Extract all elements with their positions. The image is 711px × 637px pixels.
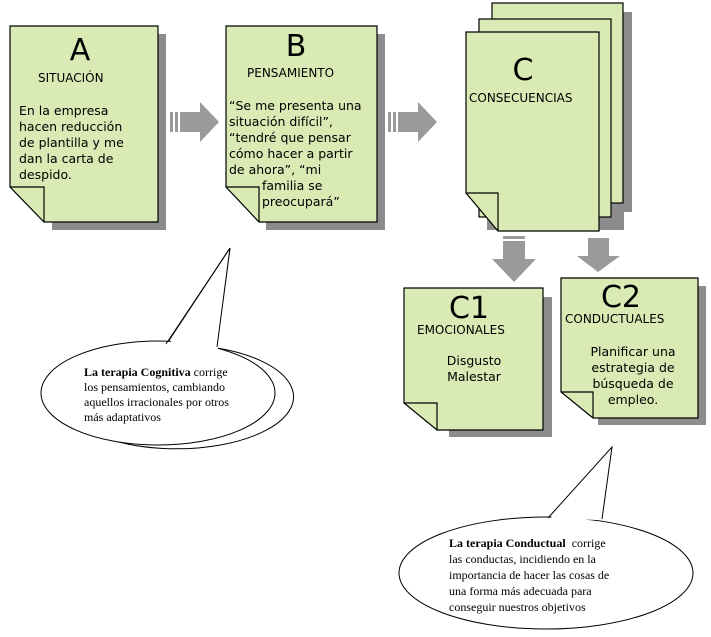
- card-c1: [403, 287, 552, 437]
- bubble-conductual-bold: La terapia Conductual: [449, 536, 566, 550]
- card-c1-line: Disgusto: [446, 353, 502, 368]
- card-a-fold: [10, 186, 45, 222]
- card-b-body: “Se me presenta una situación difícil”, …: [229, 98, 379, 210]
- card-c-fold: [466, 192, 499, 231]
- card-c2-line: búsqueda de: [592, 376, 674, 391]
- speech-bubble-conductual: [398, 445, 694, 630]
- card-a-title: SITUACIÓN: [38, 71, 104, 85]
- bubble-cognitiva-line: los pensamientos, cambiando: [84, 380, 225, 394]
- bubble-cognitiva-line: La terapia Cognitiva corrige: [84, 365, 274, 380]
- card-b-title: PENSAMIENTO: [247, 66, 335, 80]
- bubble-conductual-line: importancia de hacer las cosas de: [449, 568, 610, 582]
- card-a-line: despido.: [19, 167, 72, 182]
- bubble-conductual-line: La terapia Conductual corrige: [449, 535, 669, 551]
- card-a-body: En la empresa hacen reducción de plantil…: [19, 103, 159, 183]
- card-b-page: [225, 25, 378, 223]
- card-b-line: familia se: [262, 178, 323, 193]
- bubble-cognitiva-bold: La terapia Cognitiva: [84, 365, 191, 379]
- card-c2-fold: [561, 391, 594, 418]
- card-b-fold: [226, 186, 260, 222]
- card-c1-fold: [404, 402, 438, 430]
- card-b-letter: B: [285, 29, 307, 64]
- arrow-right-icon: [388, 102, 437, 142]
- card-c2-line: estrategia de: [591, 360, 675, 375]
- card-a-line: dan la carta de: [19, 151, 114, 166]
- card-c2-title: CONDUCTUALES: [565, 312, 665, 326]
- bubble-conductual-line: las conductas, incidiendo en la: [449, 552, 596, 566]
- card-b: [225, 25, 385, 230]
- card-c1-title: EMOCIONALES: [417, 323, 505, 337]
- bubble-cognitiva-line: más adaptativos: [84, 410, 161, 424]
- card-b-line: preocupará”: [262, 194, 340, 209]
- card-c-stack: [465, 2, 632, 232]
- arrow-down-icon: [492, 236, 536, 282]
- bubble-cognitiva-rest: corrige: [190, 365, 228, 379]
- card-c-title: CONSECUENCIAS: [469, 91, 573, 105]
- bubble-conductual-line: una forma más adecuada para: [449, 584, 592, 598]
- card-a: [9, 25, 166, 230]
- card-a-line: hacen reducción: [19, 119, 123, 134]
- card-a-page: [9, 25, 159, 223]
- speech-bubble-cognitiva: [40, 247, 295, 450]
- card-b-line: “Se me presenta una: [229, 98, 362, 113]
- bubble-conductual-rest: corrige: [565, 536, 606, 550]
- card-c2-letter: C2: [600, 280, 642, 315]
- card-c-front-page: [465, 31, 600, 232]
- card-b-line: de ahora”, “mi: [229, 162, 322, 177]
- card-c-letter: C: [512, 53, 534, 88]
- card-c1-body: Disgusto Malestar: [404, 353, 544, 385]
- card-a-letter: A: [69, 33, 91, 68]
- card-c1-page: [403, 287, 544, 431]
- card-c1-line: Malestar: [447, 369, 501, 384]
- bubble-cognitiva-line: aquellos irracionales por otros: [84, 395, 229, 409]
- arrow-down-icon: [577, 238, 620, 272]
- card-a-line: En la empresa: [19, 103, 109, 118]
- card-c2: [560, 277, 706, 425]
- card-c2-line: Planificar una: [590, 344, 676, 359]
- card-b-line: cómo hacer a partir: [229, 146, 353, 161]
- card-c1-letter: C1: [448, 291, 490, 326]
- bubble-conductual-line: conseguir nuestros objetivos: [449, 600, 586, 614]
- bubble-conductual-text: La terapia Conductual corrige las conduc…: [449, 535, 669, 615]
- card-b-line: situación difícil”,: [229, 114, 333, 129]
- card-c2-body: Planificar una estrategia de búsqueda de…: [568, 344, 698, 408]
- card-b-line: “tendré que pensar: [229, 130, 351, 145]
- card-c2-page: [560, 277, 699, 419]
- arrow-right-icon: [170, 102, 219, 142]
- card-c2-line: empleo.: [607, 392, 659, 407]
- bubble-cognitiva-text: La terapia Cognitiva corrige los pensami…: [84, 365, 274, 425]
- card-a-line: de plantilla y me: [19, 135, 124, 150]
